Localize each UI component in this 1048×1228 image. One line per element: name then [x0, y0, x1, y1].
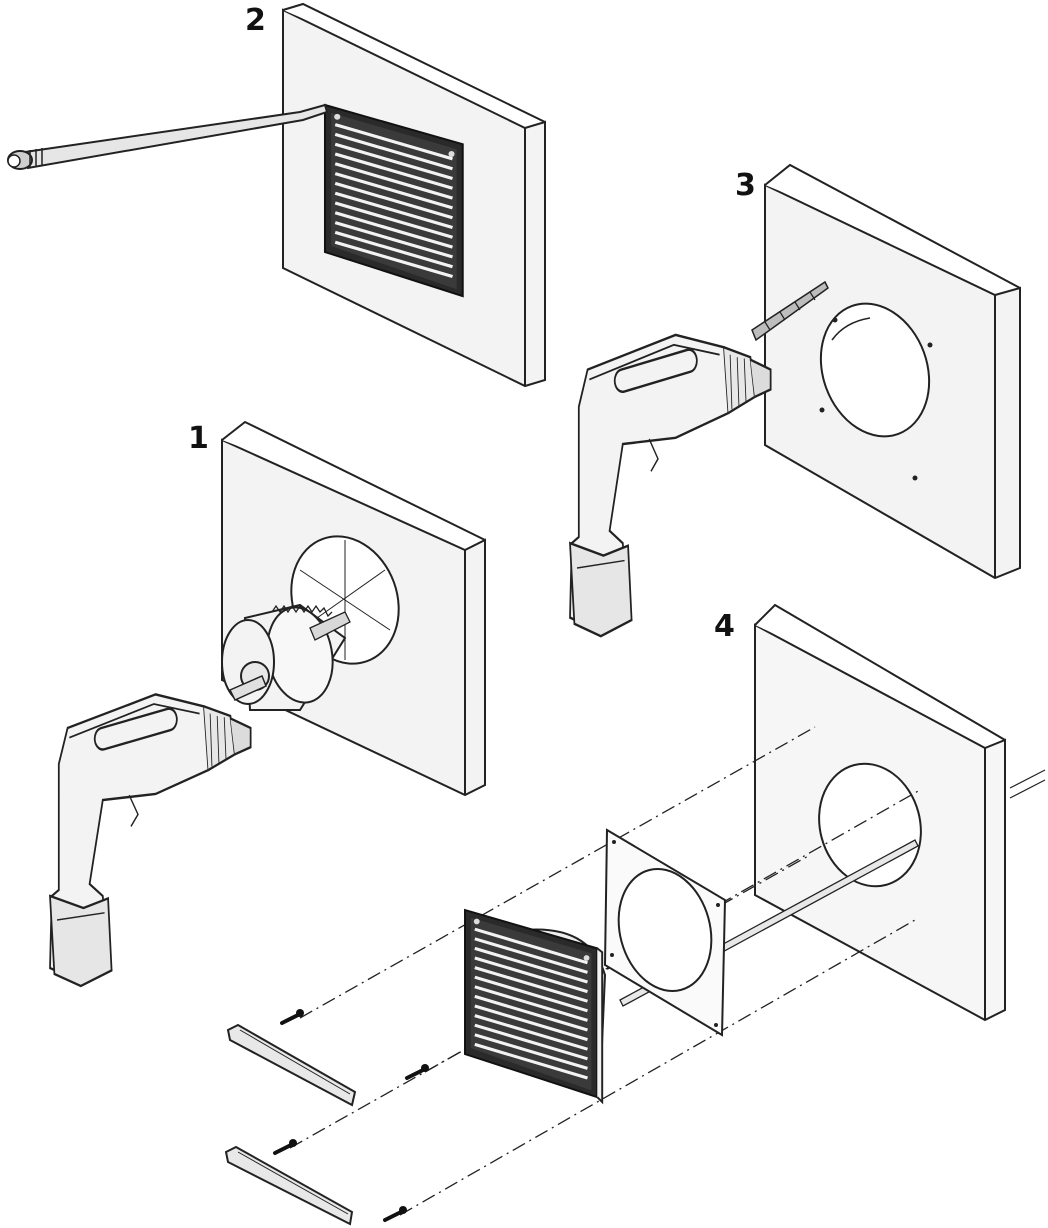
screw-icon — [273, 1139, 297, 1155]
louvred-grille-icon — [463, 908, 604, 1105]
step-3-label: 3 — [735, 168, 756, 203]
cover-strip-icon — [224, 1145, 354, 1226]
cable-gland-icon — [7, 103, 329, 170]
hole-saw-icon — [221, 603, 351, 711]
step-1-label: 1 — [188, 421, 209, 456]
step-4-label: 4 — [714, 609, 735, 644]
power-drill-icon — [48, 693, 252, 988]
wall-panel-icon — [764, 163, 1021, 580]
step-4: 4 — [224, 603, 1046, 1226]
step-2: 2 — [7, 2, 546, 388]
screw-icon — [280, 1009, 304, 1025]
cover-strip-icon — [226, 1023, 357, 1107]
step-3: 3 — [568, 163, 1021, 638]
screw-icon — [383, 1206, 407, 1222]
wall-panel-icon — [754, 603, 1046, 1022]
wall-panel-icon — [221, 420, 486, 797]
step-1: 1 — [48, 420, 486, 988]
screw-icon — [405, 1064, 429, 1080]
mounting-plate-icon — [603, 828, 727, 1037]
power-drill-icon — [568, 333, 772, 638]
drill-bit-icon — [751, 280, 829, 342]
step-2-label: 2 — [245, 3, 266, 38]
